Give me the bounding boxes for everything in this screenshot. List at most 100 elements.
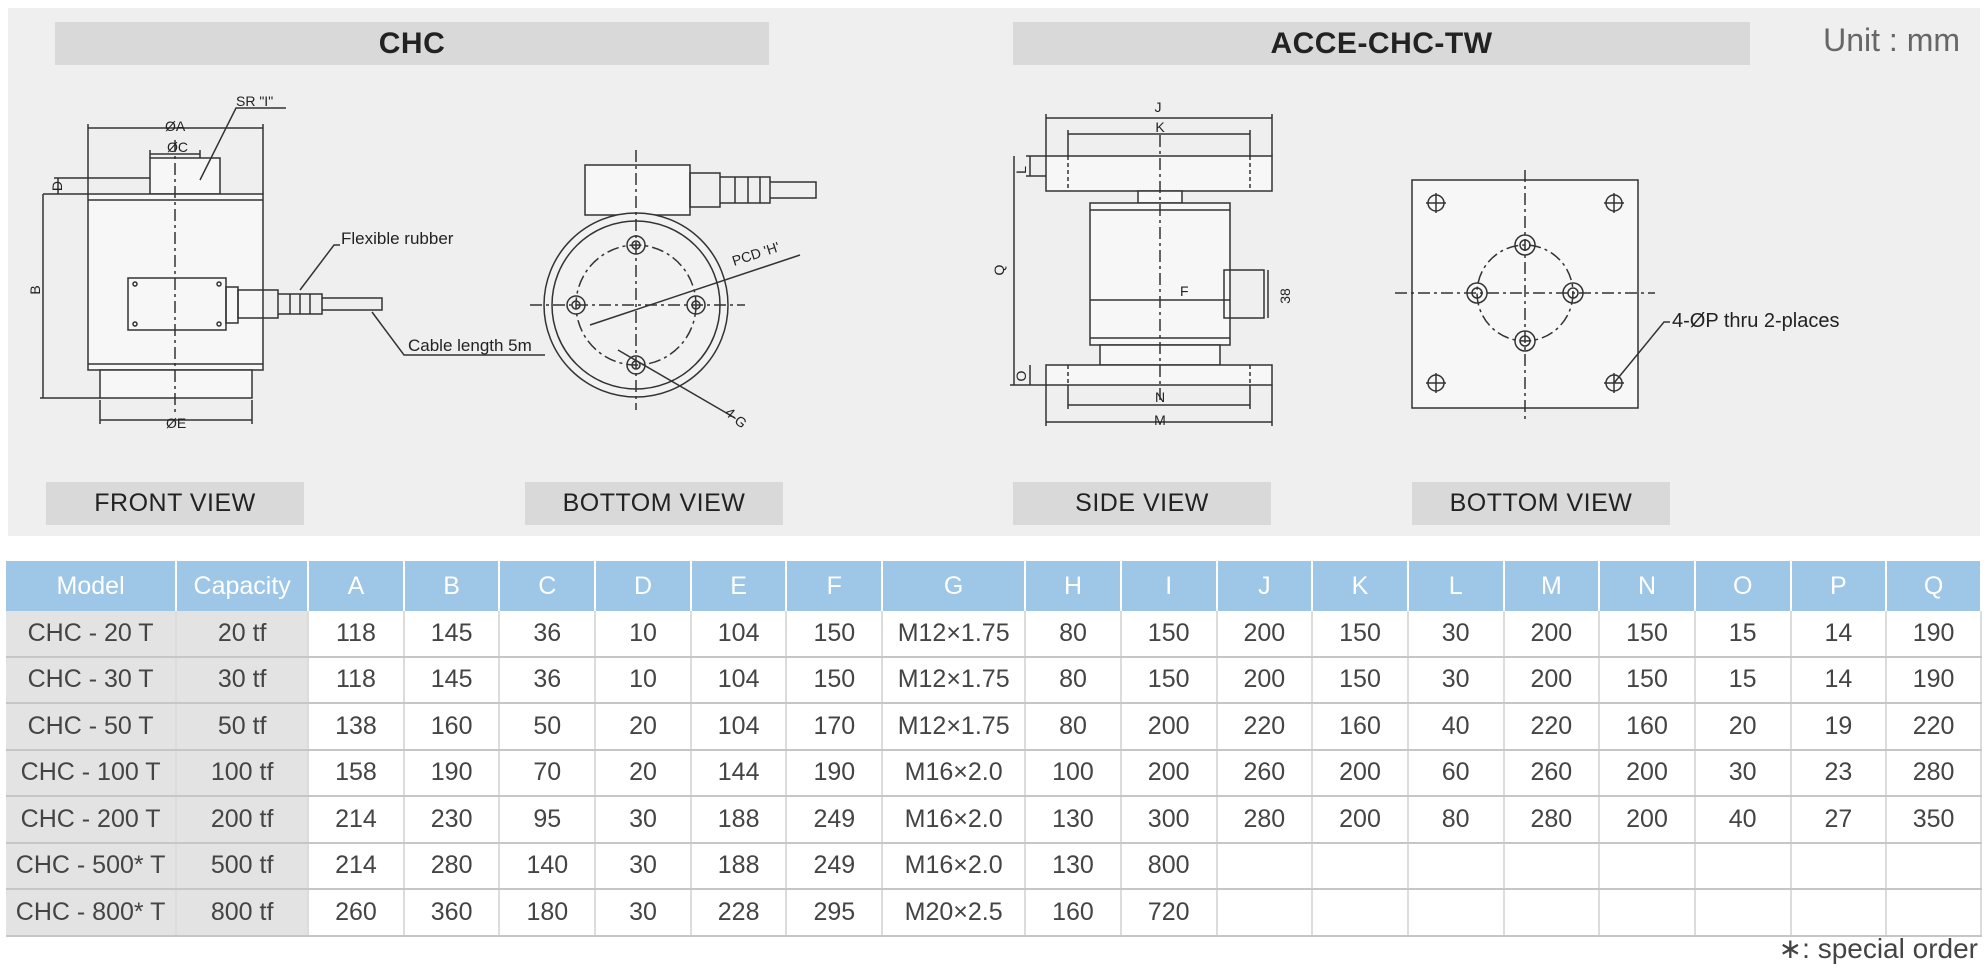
label-k: K	[1155, 119, 1165, 135]
model-cell: CHC - 50 T	[6, 703, 178, 751]
table-cell	[1599, 889, 1696, 937]
label-q: Q	[991, 264, 1007, 275]
front-view-label: FRONT VIEW	[46, 482, 304, 525]
table-cell	[1312, 842, 1409, 890]
table-cell: 27	[1790, 796, 1888, 844]
table-cell: 104	[690, 611, 788, 658]
table-cell: 228	[690, 889, 788, 937]
table-cell: 214	[308, 842, 405, 890]
table-cell: 200	[1503, 656, 1601, 704]
table-cell: 214	[308, 796, 405, 844]
table-cell: 130	[1025, 842, 1122, 890]
column-header: Q	[1886, 561, 1982, 611]
table-cell: 280	[1216, 796, 1314, 844]
table-cell: 95	[499, 796, 597, 844]
table-cell: 150	[1599, 656, 1696, 704]
table-cell: 280	[1503, 796, 1601, 844]
capacity-cell: 20 tf	[176, 611, 310, 658]
table-cell: M20×2.5	[882, 889, 1027, 937]
table-cell: 150	[1120, 611, 1218, 658]
table-cell: 118	[308, 611, 405, 658]
column-header: K	[1312, 561, 1409, 611]
table-cell	[1407, 889, 1505, 937]
label-4-g: 4-G	[722, 404, 750, 431]
table-cell: 200	[1216, 611, 1314, 658]
table-cell	[1790, 889, 1888, 937]
table-cell: 190	[403, 749, 501, 797]
label-l: L	[1013, 166, 1029, 174]
label-38: 38	[1277, 288, 1293, 304]
label-m: M	[1154, 412, 1166, 428]
table-cell: 150	[1120, 656, 1218, 704]
table-cell: 200	[1503, 611, 1601, 658]
table-cell: 150	[1312, 611, 1409, 658]
technical-drawings: ØA ØC SR "I" D B Flexible rubber Cable l…	[27, 93, 1840, 431]
column-header: N	[1599, 561, 1696, 611]
table-cell	[1216, 842, 1314, 890]
table-cell: 280	[403, 842, 501, 890]
table-cell: M12×1.75	[882, 611, 1027, 658]
table-cell: 720	[1120, 889, 1218, 937]
label-f: F	[1180, 283, 1189, 299]
table-cell: 188	[690, 796, 788, 844]
capacity-cell: 200 tf	[176, 796, 310, 844]
table-cell: M12×1.75	[882, 656, 1027, 704]
table-cell: 200	[1599, 749, 1696, 797]
table-cell: 220	[1886, 703, 1982, 751]
table-cell: 160	[1599, 703, 1696, 751]
table-cell: 50	[499, 703, 597, 751]
model-cell: CHC - 800* T	[6, 889, 178, 937]
table-cell: 145	[403, 656, 501, 704]
label-n: N	[1155, 389, 1165, 405]
bottom-view-left-drawing	[530, 150, 817, 419]
label-d: D	[49, 181, 65, 191]
table-cell: 160	[1312, 703, 1409, 751]
special-order-note: ∗: special order	[1778, 933, 1978, 964]
label-dia-e: ØE	[166, 415, 186, 431]
table-cell: 36	[499, 611, 597, 658]
table-cell: M16×2.0	[882, 842, 1027, 890]
table-cell: M16×2.0	[882, 749, 1027, 797]
model-cell: CHC - 200 T	[6, 796, 178, 844]
table-cell: 23	[1790, 749, 1888, 797]
table-cell: M16×2.0	[882, 796, 1027, 844]
table-cell: 190	[1886, 611, 1982, 658]
column-header: O	[1694, 561, 1792, 611]
label-j: J	[1155, 99, 1162, 115]
table-cell: 200	[1312, 796, 1409, 844]
unit-label: Unit : mm	[1823, 22, 1960, 58]
table-cell: 15	[1694, 656, 1792, 704]
table-cell: 150	[786, 656, 884, 704]
column-header: L	[1407, 561, 1505, 611]
side-view-drawing	[1010, 114, 1273, 426]
label-flexible-rubber: Flexible rubber	[341, 229, 454, 248]
table-cell: 30	[595, 796, 692, 844]
table-cell: 260	[1503, 749, 1601, 797]
table-cell: 295	[786, 889, 884, 937]
table-cell	[1694, 889, 1792, 937]
label-holes-p: 4-ØP thru 2-places	[1672, 310, 1840, 332]
capacity-cell: 50 tf	[176, 703, 310, 751]
table-cell: 30	[1407, 611, 1505, 658]
column-header: J	[1216, 561, 1314, 611]
side-view-label: SIDE VIEW	[1013, 482, 1271, 525]
table-cell: 70	[499, 749, 597, 797]
table-cell: 260	[308, 889, 405, 937]
table-cell: 200	[1312, 749, 1409, 797]
table-cell: 30	[595, 842, 692, 890]
table-cell: 14	[1790, 656, 1888, 704]
table-cell: 14	[1790, 611, 1888, 658]
table-cell: 10	[595, 656, 692, 704]
table-cell: 30	[1407, 656, 1505, 704]
table-cell: 60	[1407, 749, 1505, 797]
table-cell: 190	[1886, 656, 1982, 704]
label-o: O	[1013, 370, 1029, 381]
column-header: C	[499, 561, 597, 611]
table-cell: 40	[1407, 703, 1505, 751]
table-cell: 160	[403, 703, 501, 751]
table-cell	[1694, 842, 1792, 890]
